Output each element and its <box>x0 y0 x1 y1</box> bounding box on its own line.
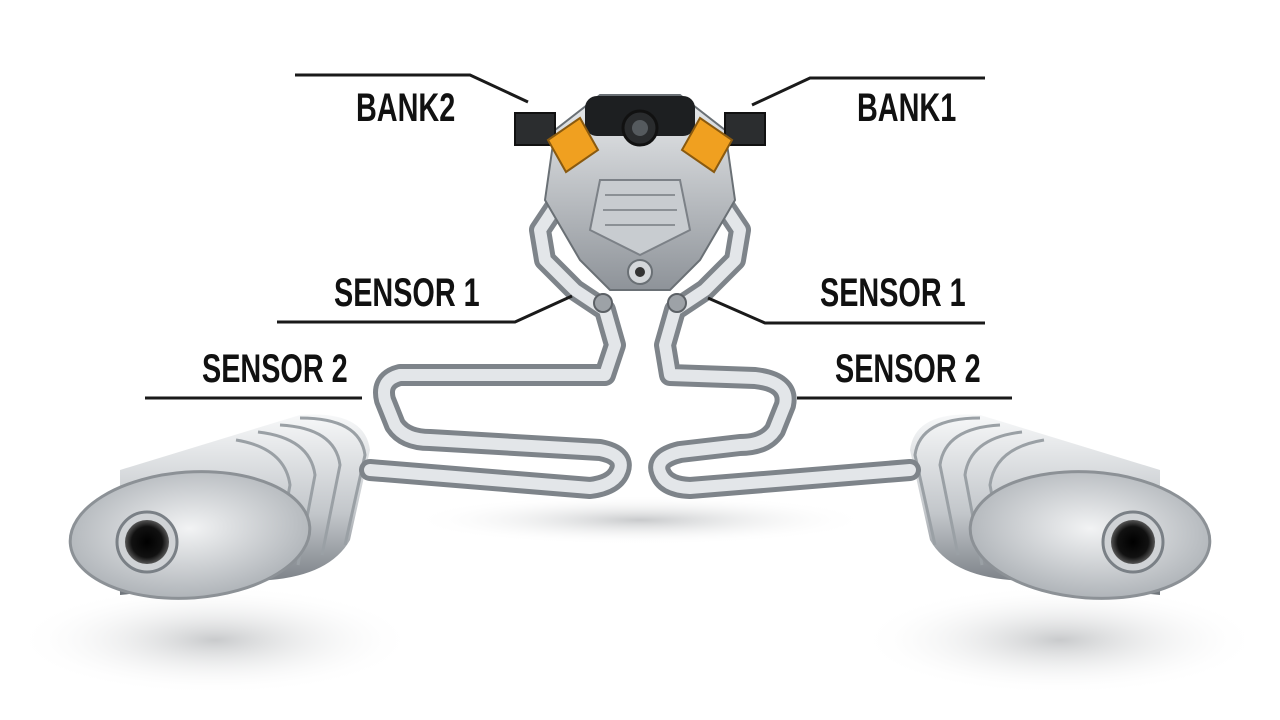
right-muffler <box>910 414 1212 600</box>
bank2-leader <box>295 73 529 104</box>
pipes-shadow <box>410 495 870 545</box>
right-exhaust-pipe <box>648 189 921 499</box>
right-sensor-1 <box>667 293 687 313</box>
left-sensor-1 <box>593 293 613 313</box>
sensor1-right-label: SENSOR 1 <box>820 271 966 315</box>
sensor1-left-leader <box>277 294 573 324</box>
sensor2-left-label: SENSOR 2 <box>202 347 348 391</box>
left-muffler-shadow <box>15 585 415 695</box>
leader-lines <box>145 73 1012 400</box>
left-exhaust-pipe <box>359 189 632 499</box>
engine <box>514 94 766 291</box>
bank1-label: BANK1 <box>857 86 957 130</box>
left-muffler <box>68 414 370 600</box>
bank1-leader <box>751 76 985 107</box>
sensor1-right-leader <box>707 296 985 325</box>
sensor2-right-label: SENSOR 2 <box>835 347 981 391</box>
sensor1-left-label: SENSOR 1 <box>334 271 480 315</box>
bank2-label: BANK2 <box>356 86 456 130</box>
right-muffler-shadow <box>860 585 1260 695</box>
